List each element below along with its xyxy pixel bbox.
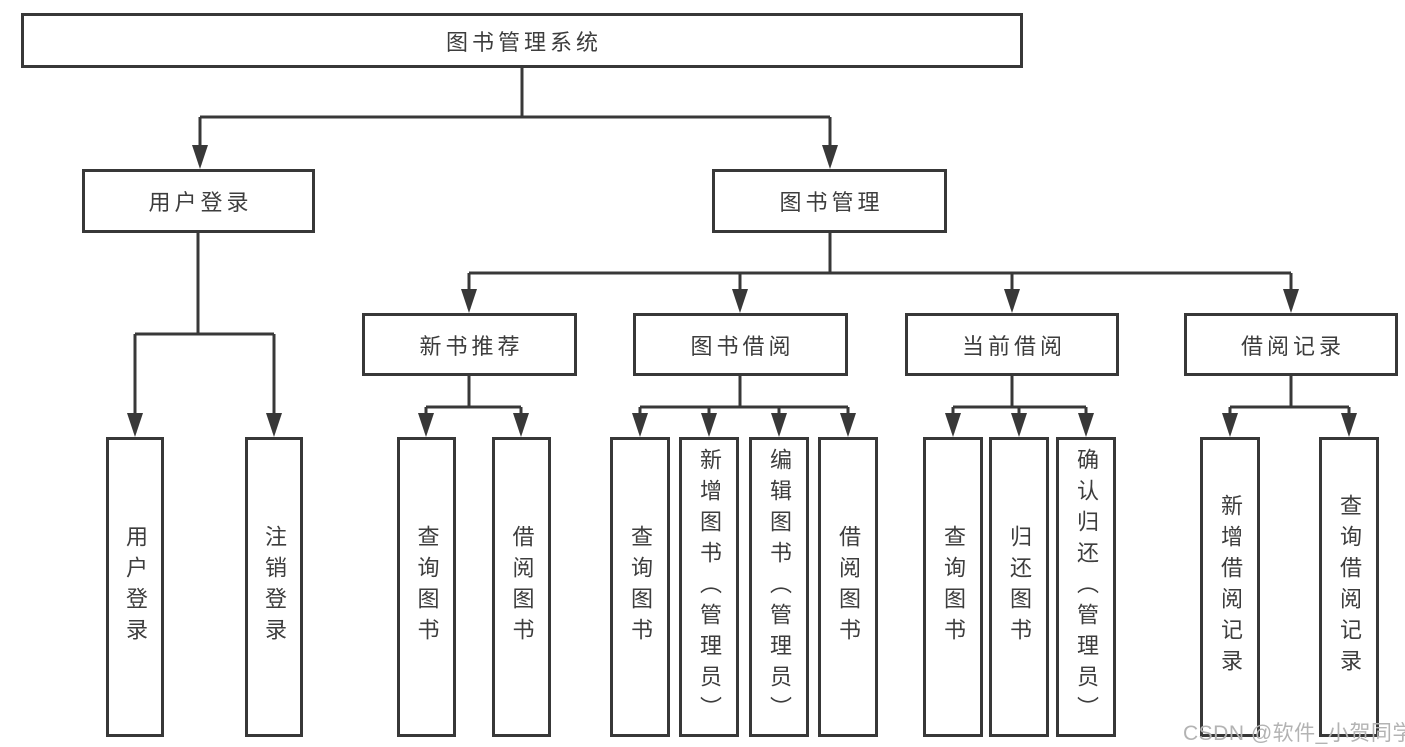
csdn-watermark: CSDN @软件_小贺同学 <box>1183 722 1405 745</box>
node-root-system: 图书管理系统 <box>21 13 1023 68</box>
connector-borrow-records-children <box>1222 376 1357 437</box>
leaf-query-books-recommend-label: 查询图书 <box>414 525 440 649</box>
connector-book-borrow-children <box>632 376 856 437</box>
leaf-confirm-return-admin: 确认归还（管理员） <box>1056 437 1116 737</box>
connector-book-mgmt-to-level3 <box>461 233 1299 313</box>
leaf-edit-book-admin-label: 编辑图书（管理员） <box>767 447 792 727</box>
leaf-logout: 注销登录 <box>245 437 303 737</box>
leaf-return-book-label: 归还图书 <box>1007 525 1032 649</box>
node-book-borrow: 图书借阅 <box>633 313 848 376</box>
leaf-add-book-admin: 新增图书（管理员） <box>679 437 739 737</box>
node-book-management: 图书管理 <box>712 169 947 233</box>
leaf-return-book: 归还图书 <box>989 437 1049 737</box>
connector-root-to-level2 <box>192 68 838 169</box>
leaf-borrow-books: 借阅图书 <box>818 437 878 737</box>
leaf-confirm-return-admin-label: 确认归还（管理员） <box>1074 447 1099 727</box>
leaf-add-book-admin-label: 新增图书（管理员） <box>697 447 722 727</box>
leaf-query-books-current-label: 查询图书 <box>941 525 966 649</box>
leaf-borrow-books-recommend-label: 借阅图书 <box>509 525 535 649</box>
connector-current-borrow-children <box>945 376 1094 437</box>
leaf-edit-book-admin: 编辑图书（管理员） <box>749 437 809 737</box>
node-user-login: 用户登录 <box>82 169 315 233</box>
leaf-query-borrow-record: 查询借阅记录 <box>1319 437 1379 737</box>
leaf-query-books-borrow: 查询图书 <box>610 437 670 737</box>
leaf-query-books-borrow-label: 查询图书 <box>628 525 653 649</box>
leaf-query-books-current: 查询图书 <box>923 437 983 737</box>
leaf-borrow-books-recommend: 借阅图书 <box>492 437 551 737</box>
leaf-borrow-books-label: 借阅图书 <box>836 525 861 649</box>
node-new-book-recommend: 新书推荐 <box>362 313 577 376</box>
leaf-query-books-recommend: 查询图书 <box>397 437 456 737</box>
leaf-query-borrow-record-label: 查询借阅记录 <box>1337 494 1362 680</box>
node-borrow-records: 借阅记录 <box>1184 313 1398 376</box>
leaf-user-login-label: 用户登录 <box>123 525 148 649</box>
leaf-add-borrow-record-label: 新增借阅记录 <box>1218 494 1243 680</box>
leaf-logout-label: 注销登录 <box>262 525 287 649</box>
leaf-add-borrow-record: 新增借阅记录 <box>1200 437 1260 737</box>
connector-new-book-children <box>418 376 529 437</box>
leaf-user-login: 用户登录 <box>106 437 164 737</box>
node-current-borrow: 当前借阅 <box>905 313 1119 376</box>
connector-user-login-children <box>127 233 282 437</box>
